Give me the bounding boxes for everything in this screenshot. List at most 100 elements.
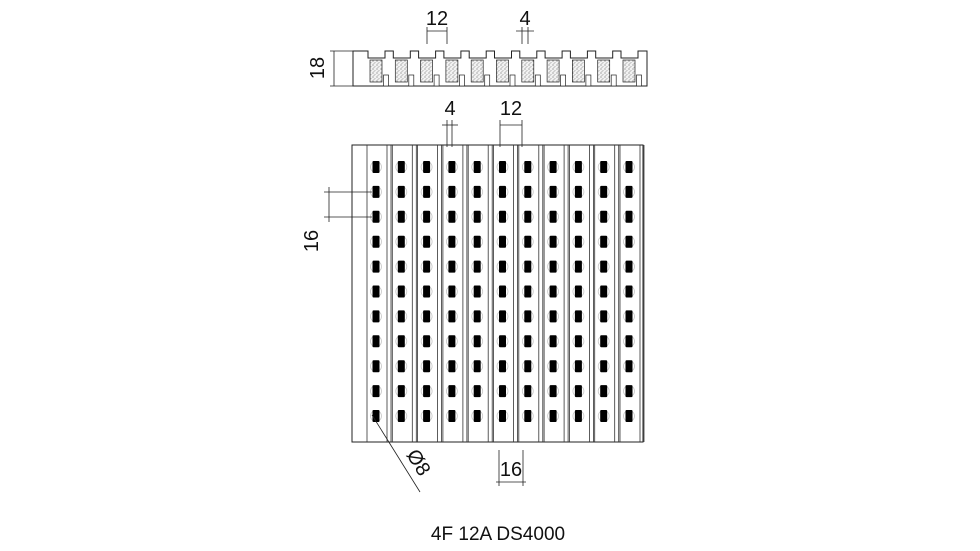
hole-marker xyxy=(473,235,481,248)
top-slot-dimension: 12 xyxy=(426,8,448,44)
hole-marker xyxy=(600,185,608,198)
hole-marker xyxy=(549,310,557,323)
hole-marker xyxy=(372,285,380,298)
hole-marker xyxy=(574,185,582,198)
hole-marker xyxy=(549,260,557,273)
section-view: 12 4 18 xyxy=(307,8,648,87)
hole-marker xyxy=(473,360,481,373)
hole-marker xyxy=(600,235,608,248)
profile-notch xyxy=(509,74,516,87)
profile-insert xyxy=(470,59,484,83)
plan-gap-width-label: 4 xyxy=(444,98,455,120)
hole-marker xyxy=(423,260,431,273)
hole-marker xyxy=(423,235,431,248)
top-gap-width-label: 4 xyxy=(519,8,530,30)
hole-marker xyxy=(372,360,380,373)
hole-marker xyxy=(600,260,608,273)
row-pitch-dimension: 16 xyxy=(301,187,372,252)
hole-marker xyxy=(524,285,532,298)
hole-marker xyxy=(473,161,481,173)
hole-marker xyxy=(625,310,633,323)
hole-marker xyxy=(473,385,481,398)
profile-notch xyxy=(610,74,617,87)
profile-notch xyxy=(383,74,389,87)
hole-marker xyxy=(600,360,608,373)
hole-marker xyxy=(372,161,380,173)
hole-marker xyxy=(473,410,481,422)
hole-marker xyxy=(397,210,405,223)
slot-lines xyxy=(366,145,645,442)
hole-marker xyxy=(499,210,506,223)
hole-marker xyxy=(499,285,506,298)
profile-height-dimension: 18 xyxy=(307,50,353,87)
hole-marker xyxy=(524,335,532,348)
hole-marker xyxy=(448,185,456,198)
profile-notch xyxy=(560,74,566,87)
hole-marker xyxy=(499,360,506,373)
hole-marker xyxy=(549,335,557,348)
hole-marker xyxy=(397,235,405,248)
hole-marker xyxy=(600,385,608,398)
hole-marker xyxy=(448,210,456,223)
plan-view: 4 12 16 16 Ø8 xyxy=(301,98,645,493)
hole-diameter-label: Ø8 xyxy=(402,446,435,480)
hole-marker xyxy=(397,335,405,348)
hole-marker xyxy=(473,260,481,273)
top-slot-width-label: 12 xyxy=(426,8,448,30)
profile-insert xyxy=(521,59,535,83)
hole-marker xyxy=(574,235,582,248)
hole-marker xyxy=(397,260,405,273)
hole-marker xyxy=(574,335,582,348)
hole-marker xyxy=(574,360,582,373)
hole-marker xyxy=(625,260,633,273)
hole-marker xyxy=(372,185,380,198)
hole-marker xyxy=(600,335,608,348)
hole-marker xyxy=(549,185,557,198)
profile-notch xyxy=(408,74,415,87)
hole-marker xyxy=(423,285,431,298)
hole-marker xyxy=(372,260,380,273)
hole-marker xyxy=(499,335,506,348)
hole-marker xyxy=(423,385,431,398)
hole-marker xyxy=(625,285,633,298)
profile-insert xyxy=(496,59,509,83)
profile-insert xyxy=(622,59,636,83)
hole-marker xyxy=(625,360,633,373)
hole-marker xyxy=(524,260,532,273)
hole-marker xyxy=(625,385,633,398)
profile-height-label: 18 xyxy=(307,57,329,79)
hole-marker xyxy=(574,310,582,323)
profile-notch xyxy=(636,74,642,87)
profile-notch xyxy=(459,74,465,87)
hole-marker xyxy=(600,285,608,298)
hole-marker xyxy=(473,310,481,323)
profile-insert xyxy=(597,59,611,83)
hole-marker xyxy=(423,335,431,348)
hole-marker xyxy=(499,185,506,198)
hole-marker xyxy=(448,285,456,298)
hole-marker xyxy=(448,360,456,373)
hole-marker xyxy=(574,410,582,422)
hole-marker xyxy=(397,185,405,198)
hole-marker xyxy=(397,410,405,422)
hole-marker xyxy=(524,185,532,198)
hole-marker xyxy=(524,385,532,398)
hole-marker xyxy=(600,210,608,223)
profile-inserts xyxy=(369,59,642,87)
hole-marker xyxy=(448,385,456,398)
hole-marker xyxy=(574,385,582,398)
profile-notch xyxy=(433,74,440,87)
row-pitch-label: 16 xyxy=(301,230,323,252)
hole-marker xyxy=(423,210,431,223)
bottom-pitch-label: 16 xyxy=(500,459,522,481)
top-gap-dimension: 4 xyxy=(516,8,534,44)
hole-marker xyxy=(499,260,506,273)
hole-marker xyxy=(397,161,405,173)
profile-notch xyxy=(585,74,592,87)
hole-marker xyxy=(423,161,431,173)
drawing-caption: 4F 12A DS4000 xyxy=(431,524,565,545)
hole-marker xyxy=(423,185,431,198)
hole-marker xyxy=(625,161,633,173)
hole-marker xyxy=(625,210,633,223)
